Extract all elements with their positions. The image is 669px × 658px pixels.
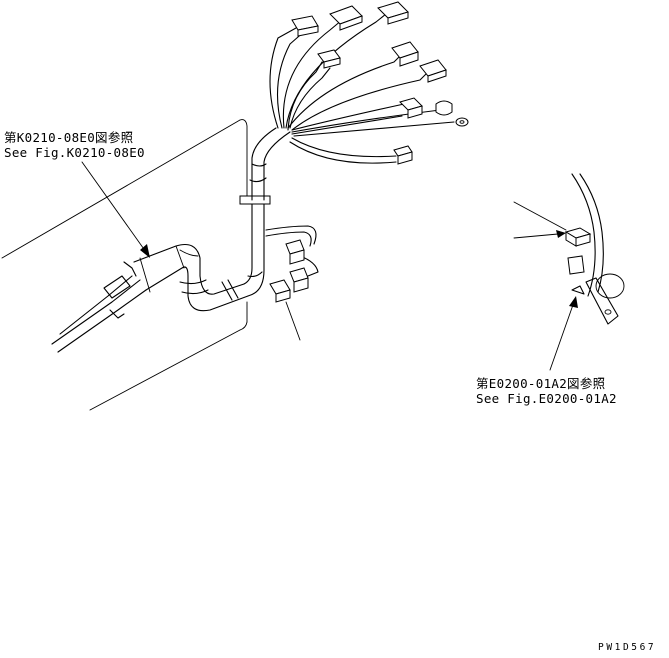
connector-1 xyxy=(291,15,319,37)
reference-e0200-01a2: 第E0200-01A2図参照 See Fig.E0200-01A2 xyxy=(476,376,617,406)
connectors xyxy=(291,1,469,165)
ring-terminal xyxy=(455,117,469,127)
connector-5 xyxy=(391,41,419,67)
connector-3 xyxy=(377,1,409,25)
reference-e0200-01a2-en: See Fig.E0200-01A2 xyxy=(476,391,617,406)
terminal-sleeve xyxy=(435,100,453,116)
connector-8 xyxy=(393,145,413,165)
reference-k0210-08e0-en: See Fig.K0210-08E0 xyxy=(4,145,145,160)
connector-13 xyxy=(567,255,585,275)
left-leaders xyxy=(81,161,301,341)
drawing-id: PW1D567 xyxy=(598,642,657,653)
mounting-plate xyxy=(1,119,248,411)
connector-11 xyxy=(269,279,291,303)
right-assembly xyxy=(513,173,625,371)
connector-10 xyxy=(289,267,309,293)
connector-6 xyxy=(419,59,447,83)
reference-e0200-01a2-jp: 第E0200-01A2図参照 xyxy=(476,376,606,391)
main-harness xyxy=(51,127,291,353)
lower-branch xyxy=(265,225,319,303)
connector-12 xyxy=(564,227,592,247)
connector-4 xyxy=(317,49,341,69)
connector-7 xyxy=(399,97,423,119)
connector-9 xyxy=(285,239,305,265)
reference-k0210-08e0: 第K0210-08E0図参照 See Fig.K0210-08E0 xyxy=(4,130,145,160)
connector-2 xyxy=(329,5,363,31)
reference-k0210-08e0-jp: 第K0210-08E0図参照 xyxy=(4,130,134,145)
